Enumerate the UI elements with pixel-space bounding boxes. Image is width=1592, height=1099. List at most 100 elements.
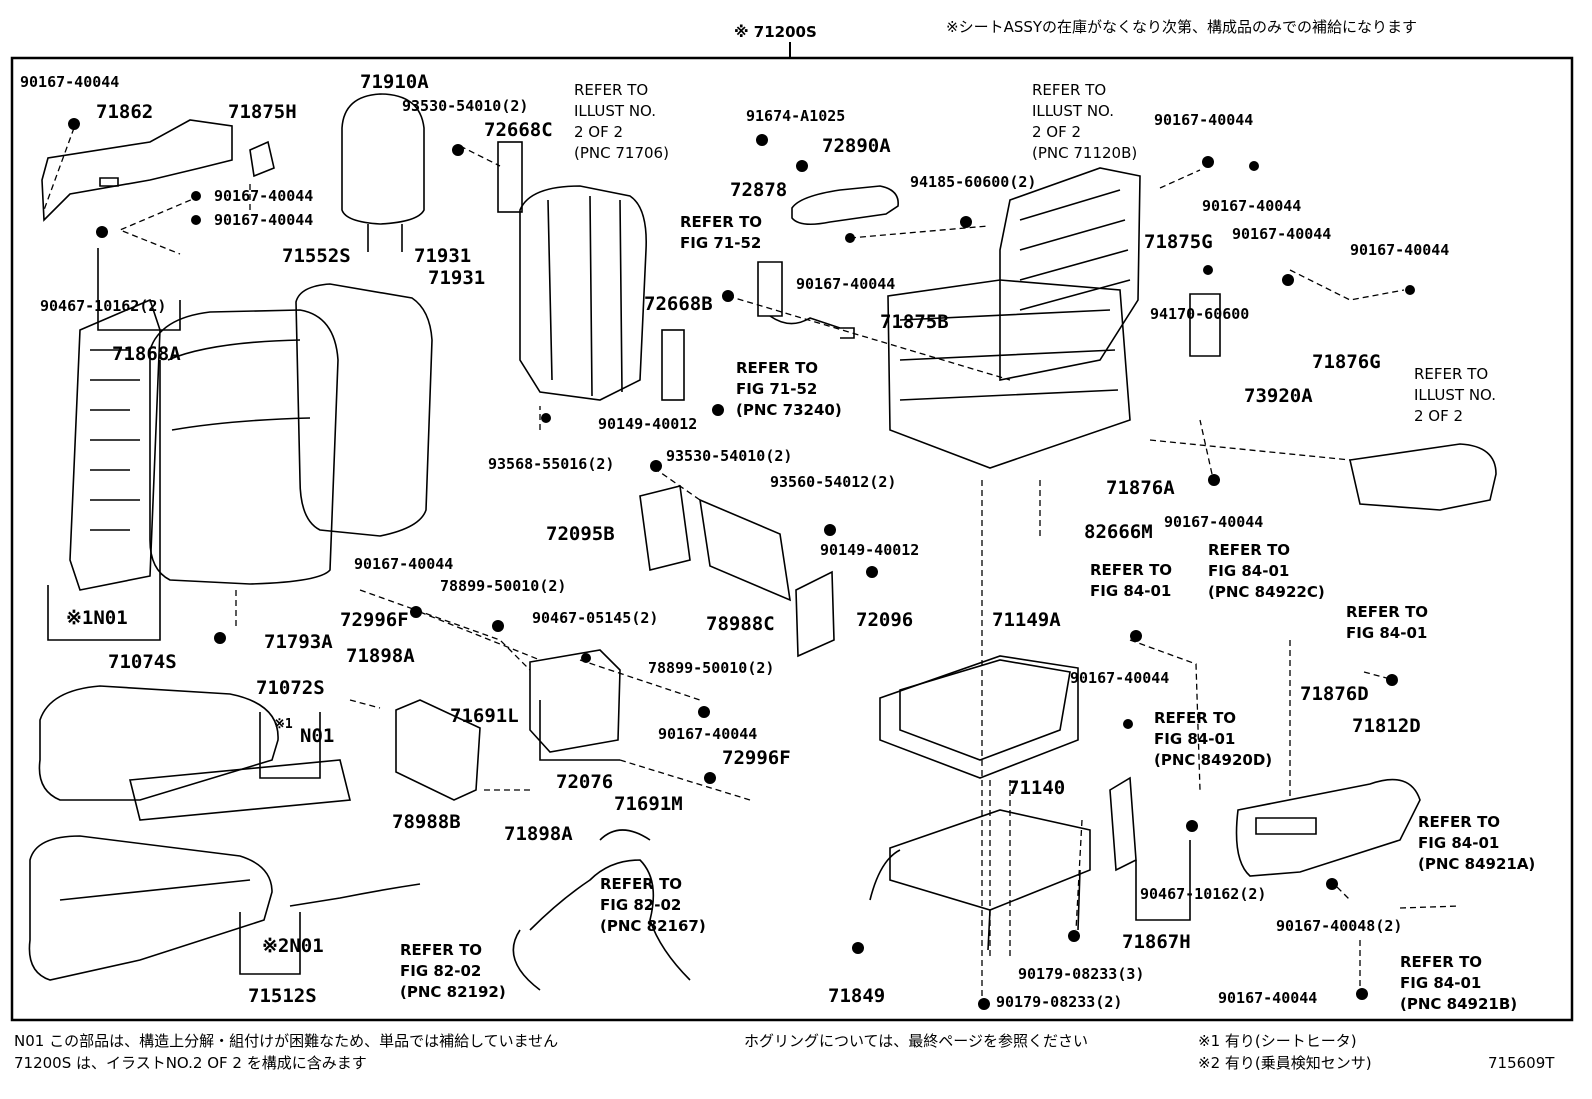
part-label: 71149A	[992, 609, 1061, 631]
part-label: 93530-54010(2)	[402, 97, 529, 115]
refer-callout: REFER TO FIG 84-01 (PNC 84922C)	[1208, 541, 1325, 601]
cushion-right-drawing	[1349, 443, 1497, 511]
part-label: 71898A	[504, 823, 573, 845]
part-label: 90167-40044	[796, 275, 896, 293]
part-label: 90467-10162(2)	[1140, 885, 1267, 903]
part-label: 90167-40044	[1218, 989, 1318, 1007]
part-label: 71875H	[228, 101, 297, 123]
part-label: 90167-40044	[214, 187, 314, 205]
part-label: 71812D	[1352, 715, 1421, 737]
part-label: 90167-40044	[1202, 197, 1302, 215]
part-label: 71876D	[1300, 683, 1369, 705]
refer-callout: REFER TO FIG 84-01 (PNC 84920D)	[1154, 709, 1273, 769]
part-label: 90167-40044	[1232, 225, 1332, 243]
side-cover-71812D-drawing	[1235, 778, 1421, 877]
refer-callout: REFER TO ILLUST NO. 2 OF 2	[1414, 365, 1497, 425]
part-label: 73920A	[1244, 385, 1313, 407]
part-label: 90167-40044	[1164, 513, 1264, 531]
footer-note-n01: N01 この部品は、構造上分解・組付けが困難なため、単品では補給していません	[14, 1032, 559, 1050]
part-label: 90167-40044	[1350, 241, 1450, 259]
refer-callout: REFER TO FIG 84-01	[1346, 603, 1429, 642]
part-label: 71931	[428, 267, 486, 289]
part-label: 71876A	[1106, 477, 1175, 499]
refer-callout: REFER TO ILLUST NO. 2 OF 2 (PNC 71120B)	[1032, 81, 1138, 162]
part-label: 90167-40044	[1154, 111, 1254, 129]
refer-callout: REFER TO FIG 82-02 (PNC 82167)	[600, 875, 706, 935]
part-label: 90179-08233(2)	[996, 993, 1123, 1011]
seat-frame-drawing	[999, 167, 1141, 381]
seatback-pad-drawing	[295, 283, 433, 537]
part-label: 94185-60600(2)	[910, 173, 1037, 191]
part-label: 71862	[96, 101, 154, 123]
part-label: 90467-10162(2)	[40, 297, 167, 315]
part-label: 72668B	[644, 293, 713, 315]
part-label: 72096	[856, 609, 914, 631]
part-label: 71868A	[112, 343, 181, 365]
part-label: ※1N01	[66, 607, 128, 629]
footer-note-hog-ring: ホグリングについては、最終ページを参照ください	[744, 1032, 1088, 1050]
part-label: 90149-40012	[598, 415, 698, 433]
part-label: ※2N01	[262, 935, 324, 957]
part-label: 93560-54012(2)	[770, 473, 897, 491]
heater-mat-drawing	[69, 298, 161, 591]
assembly-number: ※ 71200S	[734, 23, 817, 41]
part-label: 90149-40012	[820, 541, 920, 559]
footer-note-71200s: 71200S は、イラストNO.2 OF 2 を構成に含みます	[14, 1054, 367, 1072]
seatback-frame-drawing	[519, 185, 647, 401]
refer-callout: REFER TO FIG 82-02 (PNC 82192)	[400, 941, 506, 1001]
part-label: 71875B	[880, 311, 949, 333]
part-label: 93530-54010(2)	[666, 447, 793, 465]
part-label: 90167-40044	[214, 211, 314, 229]
seatback-cover-drawing	[149, 309, 339, 585]
part-label: 72668C	[484, 119, 553, 141]
part-label: 90167-40048(2)	[1276, 917, 1403, 935]
fastener-mark	[68, 118, 80, 130]
part-label: 91674-A1025	[746, 107, 846, 125]
part-label: ※1	[274, 717, 293, 732]
illustration-code: 715609T	[1488, 1054, 1555, 1072]
refer-callout: REFER TO FIG 71-52	[680, 213, 763, 252]
part-label: 71691L	[450, 705, 519, 727]
part-label: 90467-05145(2)	[532, 609, 659, 627]
wire-harness-drawing	[512, 829, 691, 991]
part-label: 71867H	[1122, 931, 1191, 953]
part-label: 71140	[1008, 777, 1066, 799]
part-label: 71876G	[1312, 351, 1381, 373]
footer-note-occupant-sensor: ※2 有り(乗員検知センサ)	[1198, 1054, 1372, 1072]
part-label: N01	[300, 725, 335, 747]
part-label: 90179-08233(3)	[1018, 965, 1145, 983]
part-label: 71074S	[108, 651, 177, 673]
headrest-drawing	[341, 93, 425, 225]
part-label: 90167-40044	[658, 725, 758, 743]
stock-notice: ※シートASSYの在庫がなくなり次第、構成品のみでの補給になります	[946, 18, 1418, 36]
part-label: 71849	[828, 985, 886, 1007]
part-label: 72076	[556, 771, 614, 793]
lower-frame-drawing	[889, 809, 1091, 911]
part-label: 90167-40044	[354, 555, 454, 573]
part-label: 78988B	[392, 811, 461, 833]
footer-note-seat-heater: ※1 有り(シートヒータ)	[1198, 1032, 1357, 1050]
refer-callout: REFER TO FIG 84-01 (PNC 84921B)	[1400, 953, 1518, 1013]
cushion-frame-drawing	[879, 655, 1079, 779]
part-label: 78988C	[706, 613, 775, 635]
armrest-drawing	[791, 185, 899, 226]
part-label: 72996F	[722, 747, 791, 769]
bracket-72076-drawing	[529, 649, 621, 753]
part-label: 90167-40044	[20, 73, 120, 91]
part-label: 71875G	[1144, 231, 1213, 253]
panel-78988B-drawing	[395, 699, 481, 801]
part-label: 72996F	[340, 609, 409, 631]
part-label: 71931	[414, 245, 472, 267]
part-label: 82666M	[1084, 521, 1153, 543]
part-label: 71793A	[264, 631, 333, 653]
diagram-frame	[10, 56, 1574, 1022]
part-label: 78899-50010(2)	[440, 577, 567, 595]
part-label: 72890A	[822, 135, 891, 157]
refer-callout: REFER TO FIG 84-01 (PNC 84921A)	[1418, 813, 1536, 873]
part-label: 90167-40044	[1070, 669, 1170, 687]
part-label: 72878	[730, 179, 788, 201]
refer-callout: REFER TO ILLUST NO. 2 OF 2 (PNC 71706)	[574, 81, 669, 162]
part-label: 71910A	[360, 71, 429, 93]
part-label: 93568-55016(2)	[488, 455, 615, 473]
part-label: 71512S	[248, 985, 317, 1007]
